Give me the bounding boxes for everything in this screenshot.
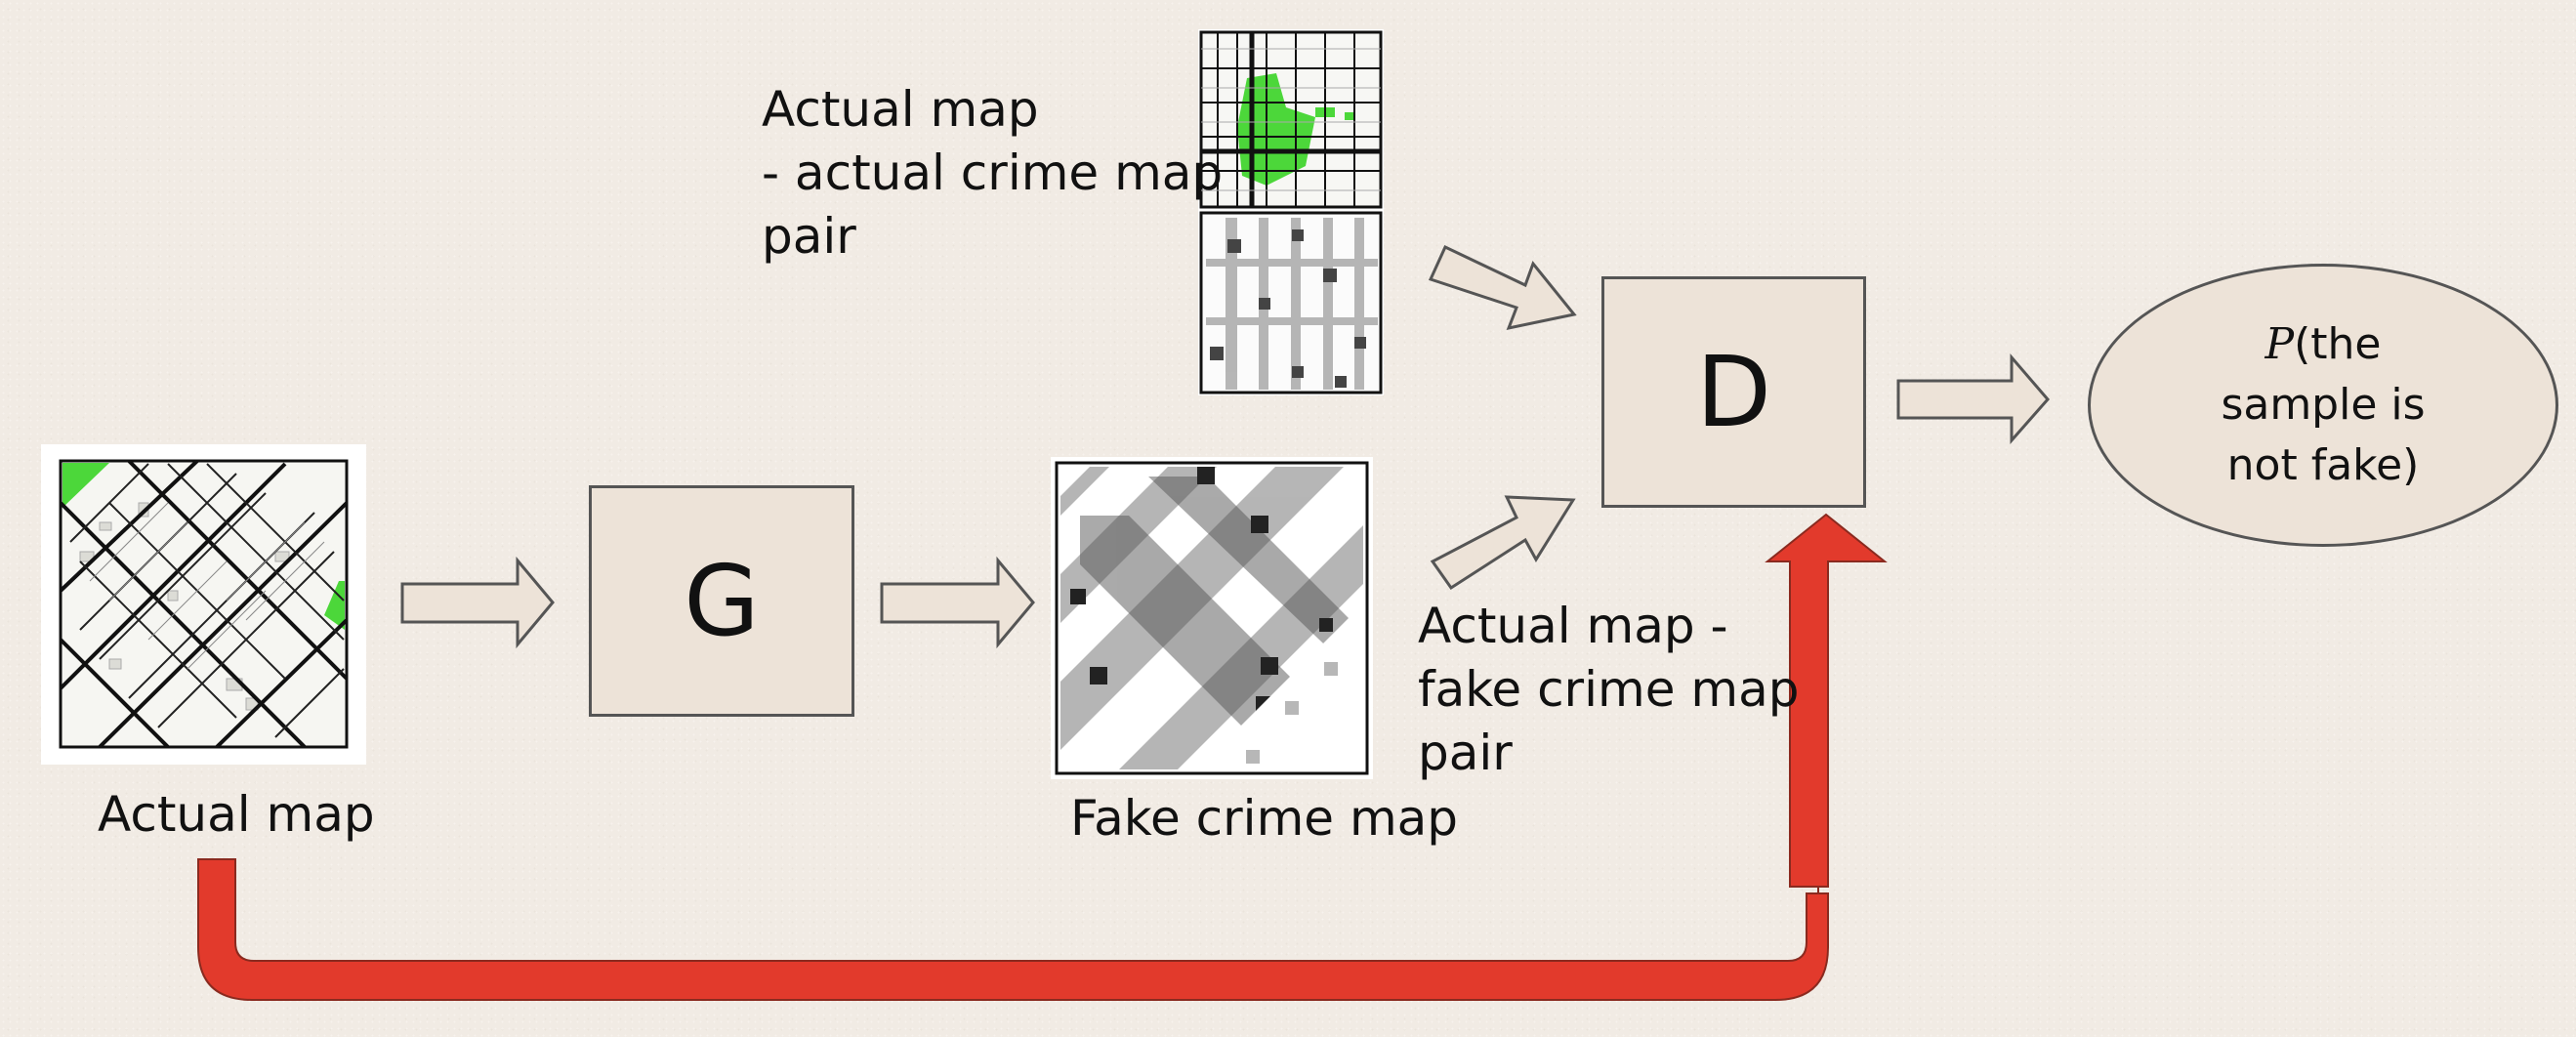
fake-pair-label-line1: Actual map - bbox=[1418, 598, 1728, 654]
actual-pair-label-line3: pair bbox=[762, 208, 856, 265]
actual-pair-crime-image bbox=[1198, 210, 1384, 395]
arrow-generator-to-fake bbox=[880, 556, 1035, 649]
generator-box: G bbox=[589, 485, 854, 717]
fake-pair-label-line2: fake crime map bbox=[1418, 661, 1800, 718]
fake-pair-label-line3: pair bbox=[1418, 725, 1513, 781]
output-line-3: not fake) bbox=[2226, 440, 2420, 490]
output-line-1: P(the bbox=[2265, 314, 2382, 375]
output-probability-ellipse: P(the sample is not fake) bbox=[2088, 264, 2558, 547]
actual-map-label: Actual map bbox=[98, 786, 375, 843]
discriminator-box: D bbox=[1601, 276, 1866, 508]
fake-crime-map-label: Fake crime map bbox=[1070, 790, 1459, 847]
arrow-actual-pair-to-discriminator bbox=[1428, 244, 1577, 331]
actual-map-image bbox=[41, 444, 366, 765]
arrow-discriminator-to-output bbox=[1896, 353, 2050, 444]
fake-crime-map-image bbox=[1051, 457, 1373, 779]
output-line-2: sample is bbox=[2221, 380, 2426, 430]
arrow-map-to-generator bbox=[400, 556, 555, 649]
actual-pair-label-line2: - actual crime map bbox=[762, 145, 1224, 201]
arrow-fake-pair-to-discriminator bbox=[1430, 495, 1576, 591]
skip-connection-arrow bbox=[197, 513, 1888, 1001]
probability-symbol: P bbox=[2264, 319, 2295, 369]
actual-pair-map-image bbox=[1198, 29, 1384, 210]
output-line-1-text: (the bbox=[2294, 319, 2382, 369]
actual-pair-label-line1: Actual map bbox=[762, 81, 1039, 138]
